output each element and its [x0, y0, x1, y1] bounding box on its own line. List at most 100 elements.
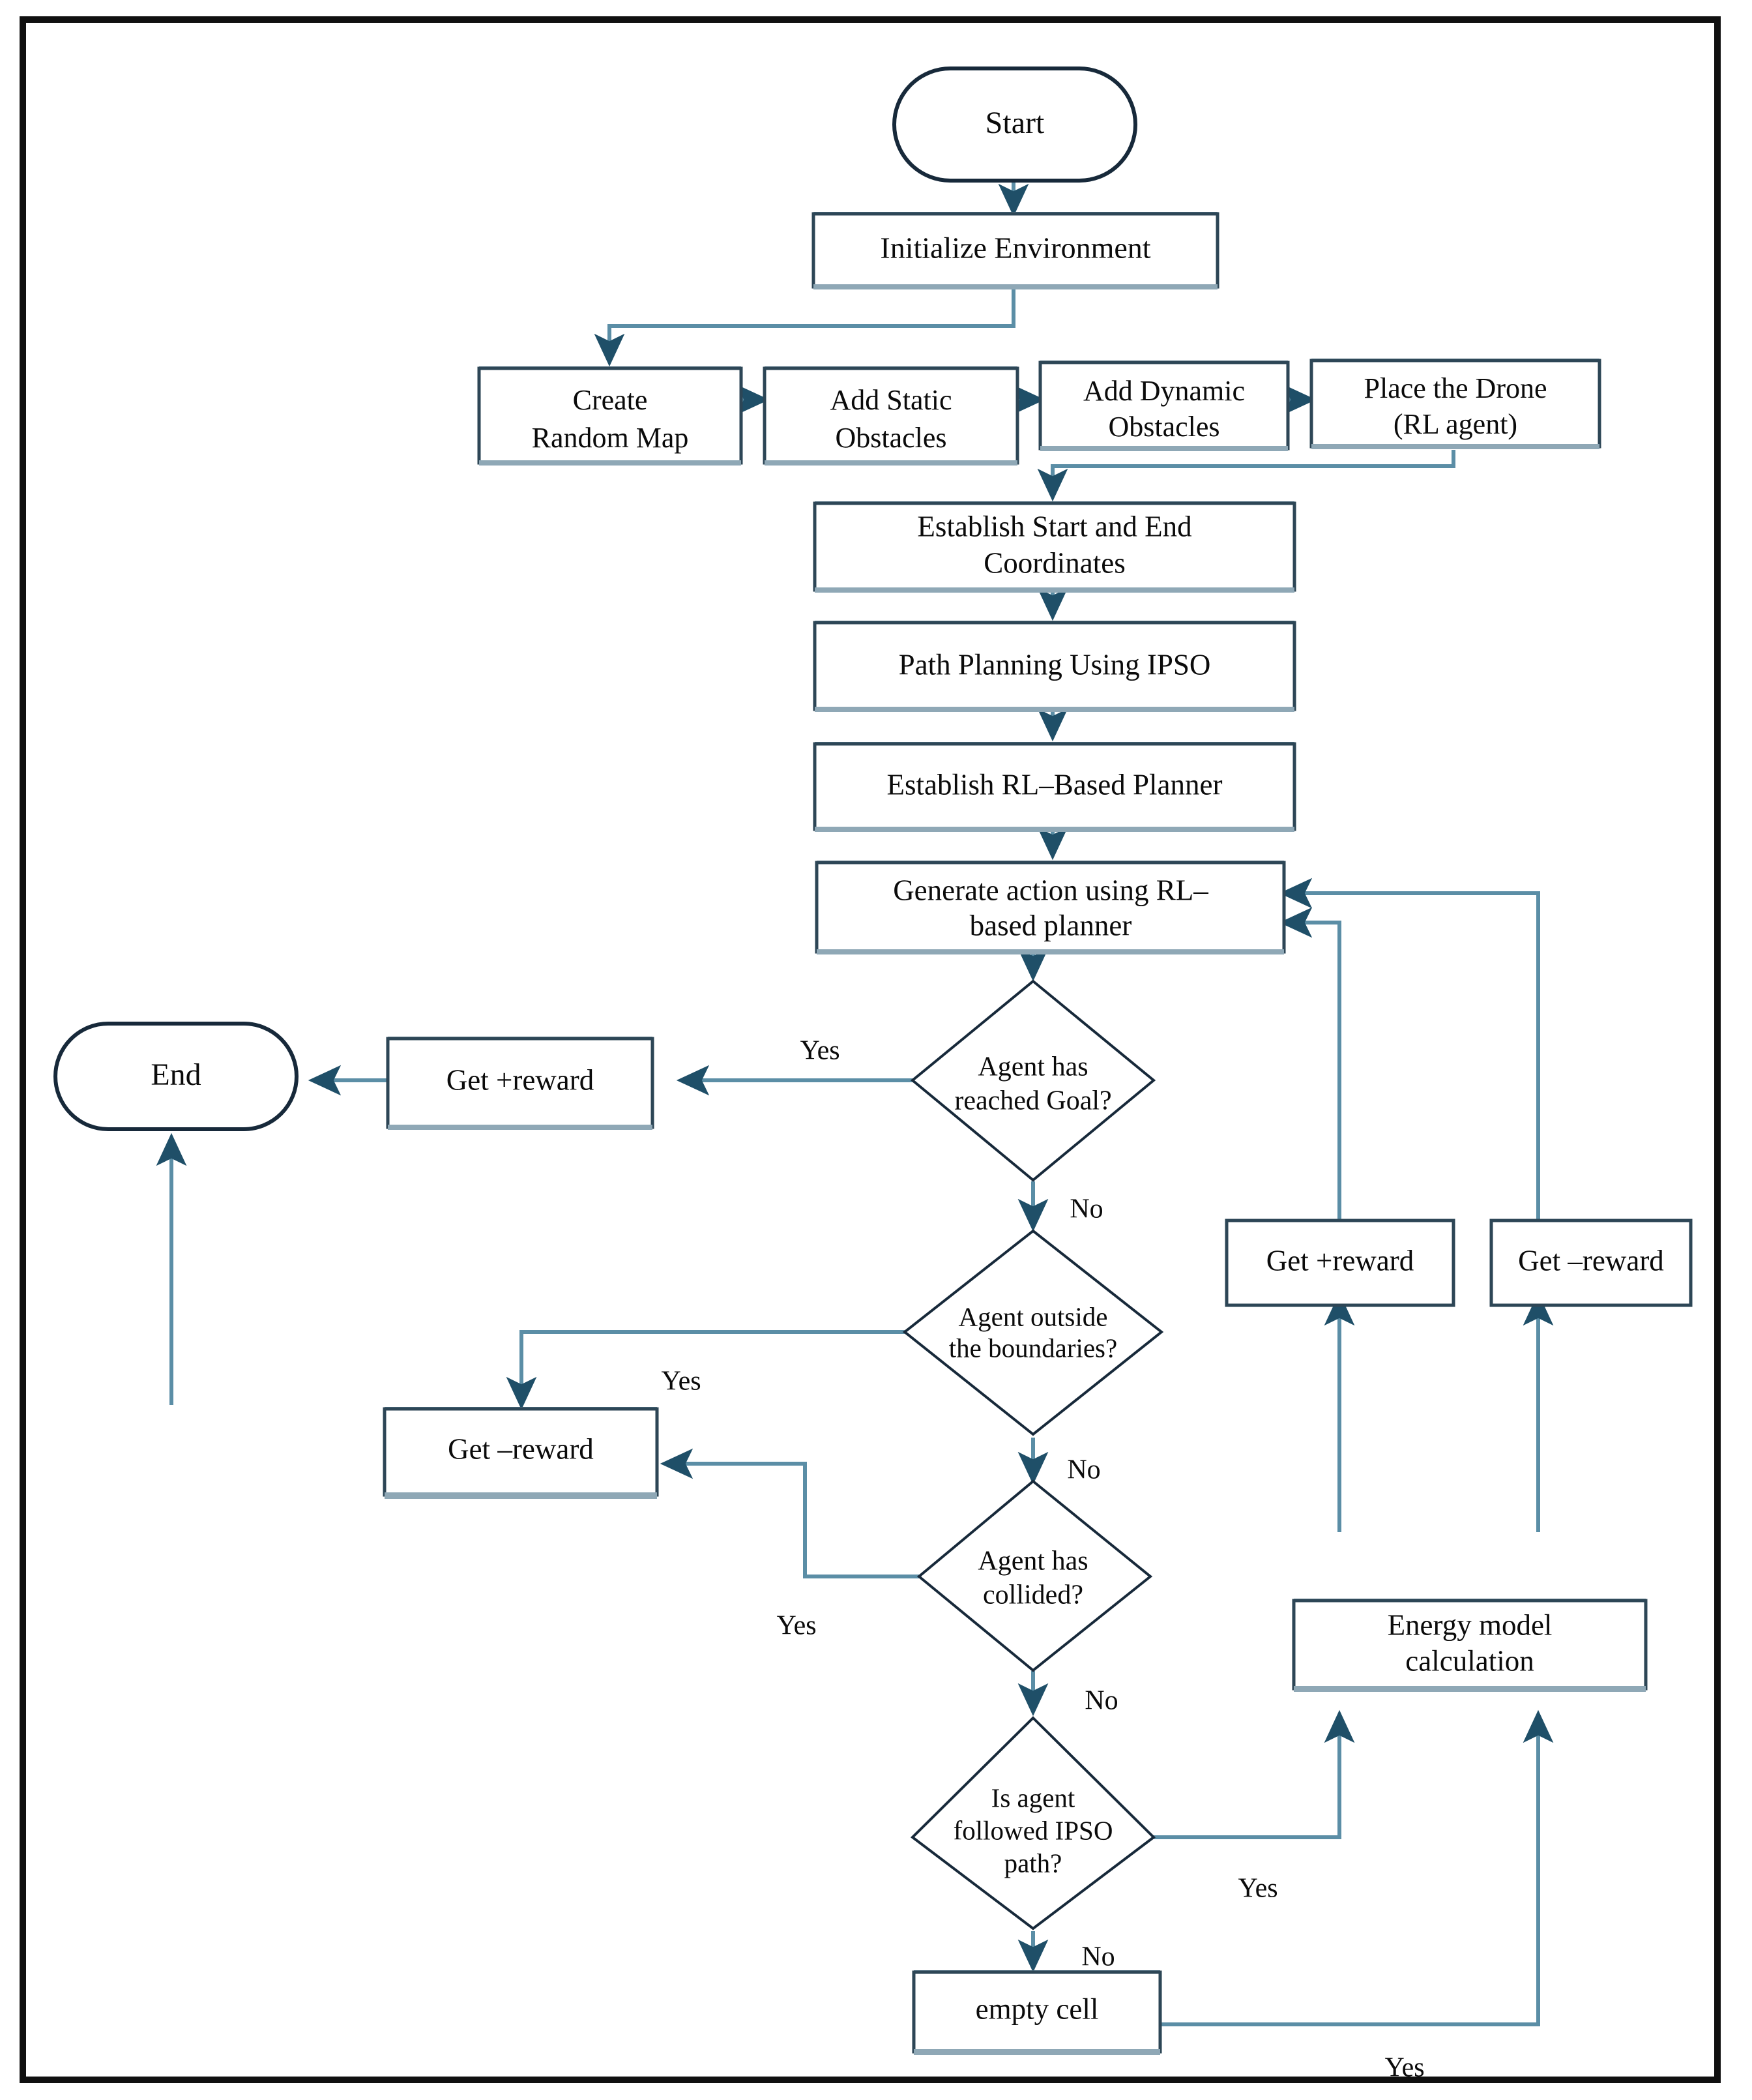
map-label-line1: Create	[573, 384, 648, 416]
init-label: Initialize Environment	[880, 231, 1150, 265]
rlplanner-label: Establish RL–Based Planner	[887, 768, 1223, 801]
drone-shape	[1309, 359, 1601, 449]
edge-place-to-coords	[1037, 450, 1455, 502]
generate-label-line1: Generate action using RL–	[893, 874, 1208, 906]
rlplanner-shape	[813, 742, 1296, 831]
node-start[interactable]: Start	[892, 67, 1137, 183]
edge-label-emptycell-yes: Yes	[1384, 2053, 1424, 2083]
start-label: Start	[986, 106, 1045, 140]
ipsopath-label-line2: followed IPSO	[954, 1815, 1113, 1845]
start-shape	[892, 67, 1137, 183]
node-establish-rl-planner[interactable]: Establish RL–Based Planner	[813, 742, 1296, 832]
coords-label-line1: Establish Start and End	[917, 510, 1191, 542]
edge-label-boundaries-yes: Yes	[661, 1367, 701, 1397]
node-place-the-drone[interactable]: Place the Drone (RL agent)	[1309, 359, 1601, 449]
dynamic-label-line1: Add Dynamic	[1083, 375, 1245, 407]
collided-label-line1: Agent has	[978, 1546, 1088, 1576]
edge-plusreward-to-generate	[1279, 907, 1341, 1220]
node-initialize-environment[interactable]: Initialize Environment	[811, 212, 1219, 289]
edge-boundaries-yes	[506, 1330, 905, 1410]
static-bottom-shadow	[765, 460, 1017, 466]
ipsopath-diamond-shape	[910, 1716, 1156, 1930]
generate-shape	[815, 861, 1286, 954]
edge-collided-yes	[660, 1448, 919, 1578]
ipsoplan-bottom-shadow	[815, 707, 1294, 712]
generate-label-line2: based planner	[970, 909, 1132, 941]
edge-label-goal-yes: Yes	[800, 1036, 840, 1066]
decision-agent-outside-boundaries[interactable]: Agent outside the boundaries?	[902, 1229, 1164, 1436]
node-get-minus-reward-right[interactable]: Get –reward	[1489, 1219, 1693, 1307]
decision-agent-collided[interactable]: Agent has collided?	[916, 1479, 1153, 1672]
edge-label-boundaries-no: No	[1067, 1455, 1100, 1485]
rlplanner-bottom-shadow	[815, 827, 1294, 832]
static-label-line1: Add Static	[830, 384, 952, 416]
minusreward-left-label: Get –reward	[448, 1432, 594, 1465]
init-bottom-shadow	[813, 284, 1218, 289]
connectors	[156, 181, 1554, 2026]
edge-init-to-map	[594, 288, 1015, 367]
energy-label-line1: Energy model	[1388, 1608, 1553, 1641]
edge-minusreward-to-generate	[1279, 878, 1540, 1220]
decision-agent-reached-goal[interactable]: Agent has reached Goal?	[910, 979, 1156, 1182]
node-generate-action[interactable]: Generate action using RL– based planner	[815, 861, 1286, 954]
minusreward-left-bottom-shadow	[385, 1492, 657, 1499]
static-shape	[763, 366, 1019, 465]
energy-shape	[1292, 1599, 1648, 1691]
map-bottom-shadow	[479, 460, 741, 466]
ipsopath-label-line1: Is agent	[991, 1782, 1075, 1812]
generate-bottom-shadow	[817, 949, 1284, 954]
node-energy-model[interactable]: Energy model calculation	[1292, 1599, 1648, 1692]
map-label-line2: Random Map	[532, 422, 689, 454]
dynamic-label-line2: Obstacles	[1108, 411, 1219, 443]
end-shape	[53, 1022, 299, 1131]
energy-label-line2: calculation	[1405, 1644, 1534, 1677]
map-shape	[477, 366, 743, 465]
ipsoplan-label: Path Planning Using IPSO	[899, 648, 1211, 681]
node-get-minus-reward-left[interactable]: Get –reward	[383, 1407, 659, 1499]
edge-label-goal-no: No	[1070, 1194, 1103, 1224]
emptycell-bottom-shadow	[914, 2049, 1160, 2055]
coords-label-line2: Coordinates	[984, 546, 1125, 579]
collided-label-line2: collided?	[983, 1580, 1083, 1610]
ipsopath-label-line3: path?	[1004, 1848, 1062, 1878]
init-shape	[811, 212, 1219, 289]
plusreward-goal-bottom-shadow	[388, 1125, 652, 1130]
minusreward-right-label: Get –reward	[1518, 1244, 1664, 1277]
drone-label-line1: Place the Drone	[1364, 372, 1547, 404]
node-get-plus-reward-right[interactable]: Get +reward	[1225, 1219, 1455, 1307]
plusreward-right-label: Get +reward	[1266, 1244, 1414, 1277]
dynamic-shape	[1038, 361, 1290, 451]
goal-label-line1: Agent has	[978, 1052, 1088, 1082]
node-create-random-map[interactable]: Create Random Map	[477, 366, 743, 466]
node-add-dynamic-obstacles[interactable]: Add Dynamic Obstacles	[1038, 361, 1290, 451]
node-empty-cell[interactable]: empty cell	[912, 1970, 1162, 2055]
emptycell-label: empty cell	[976, 1992, 1099, 2025]
decision-followed-ipso-path[interactable]: Is agent followed IPSO path?	[910, 1716, 1156, 1930]
edge-ipso-yes	[1154, 1709, 1355, 1839]
edge-label-collided-yes: Yes	[776, 1611, 816, 1641]
goal-label-line2: reached Goal?	[954, 1086, 1111, 1116]
plusreward-goal-shape	[386, 1037, 654, 1129]
boundaries-label-line1: Agent outside	[959, 1301, 1108, 1331]
node-get-plus-reward-goal[interactable]: Get +reward	[386, 1037, 654, 1130]
node-path-planning-ipso[interactable]: Path Planning Using IPSO	[813, 621, 1296, 712]
boundaries-label-line2: the boundaries?	[949, 1333, 1117, 1363]
boundaries-diamond-shape	[902, 1229, 1164, 1436]
coords-bottom-shadow	[815, 587, 1294, 593]
energy-bottom-shadow	[1294, 1686, 1646, 1692]
node-end[interactable]: End	[53, 1022, 299, 1131]
dynamic-bottom-shadow	[1040, 446, 1288, 451]
node-establish-coordinates[interactable]: Establish Start and End Coordinates	[813, 501, 1296, 593]
drone-bottom-shadow	[1311, 444, 1599, 449]
edge-emptycell-yes	[1160, 1709, 1554, 2026]
node-add-static-obstacles[interactable]: Add Static Obstacles	[763, 366, 1019, 466]
goal-diamond-shape	[910, 979, 1156, 1182]
plusreward-goal-label: Get +reward	[446, 1063, 594, 1096]
drone-label-line2: (RL agent)	[1394, 408, 1517, 440]
edge-label-ipso-no: No	[1081, 1942, 1115, 1972]
plusreward-right-shape	[1225, 1219, 1455, 1307]
collided-diamond-shape	[916, 1479, 1153, 1672]
edge-label-collided-no: No	[1085, 1686, 1118, 1716]
static-label-line2: Obstacles	[835, 422, 946, 454]
